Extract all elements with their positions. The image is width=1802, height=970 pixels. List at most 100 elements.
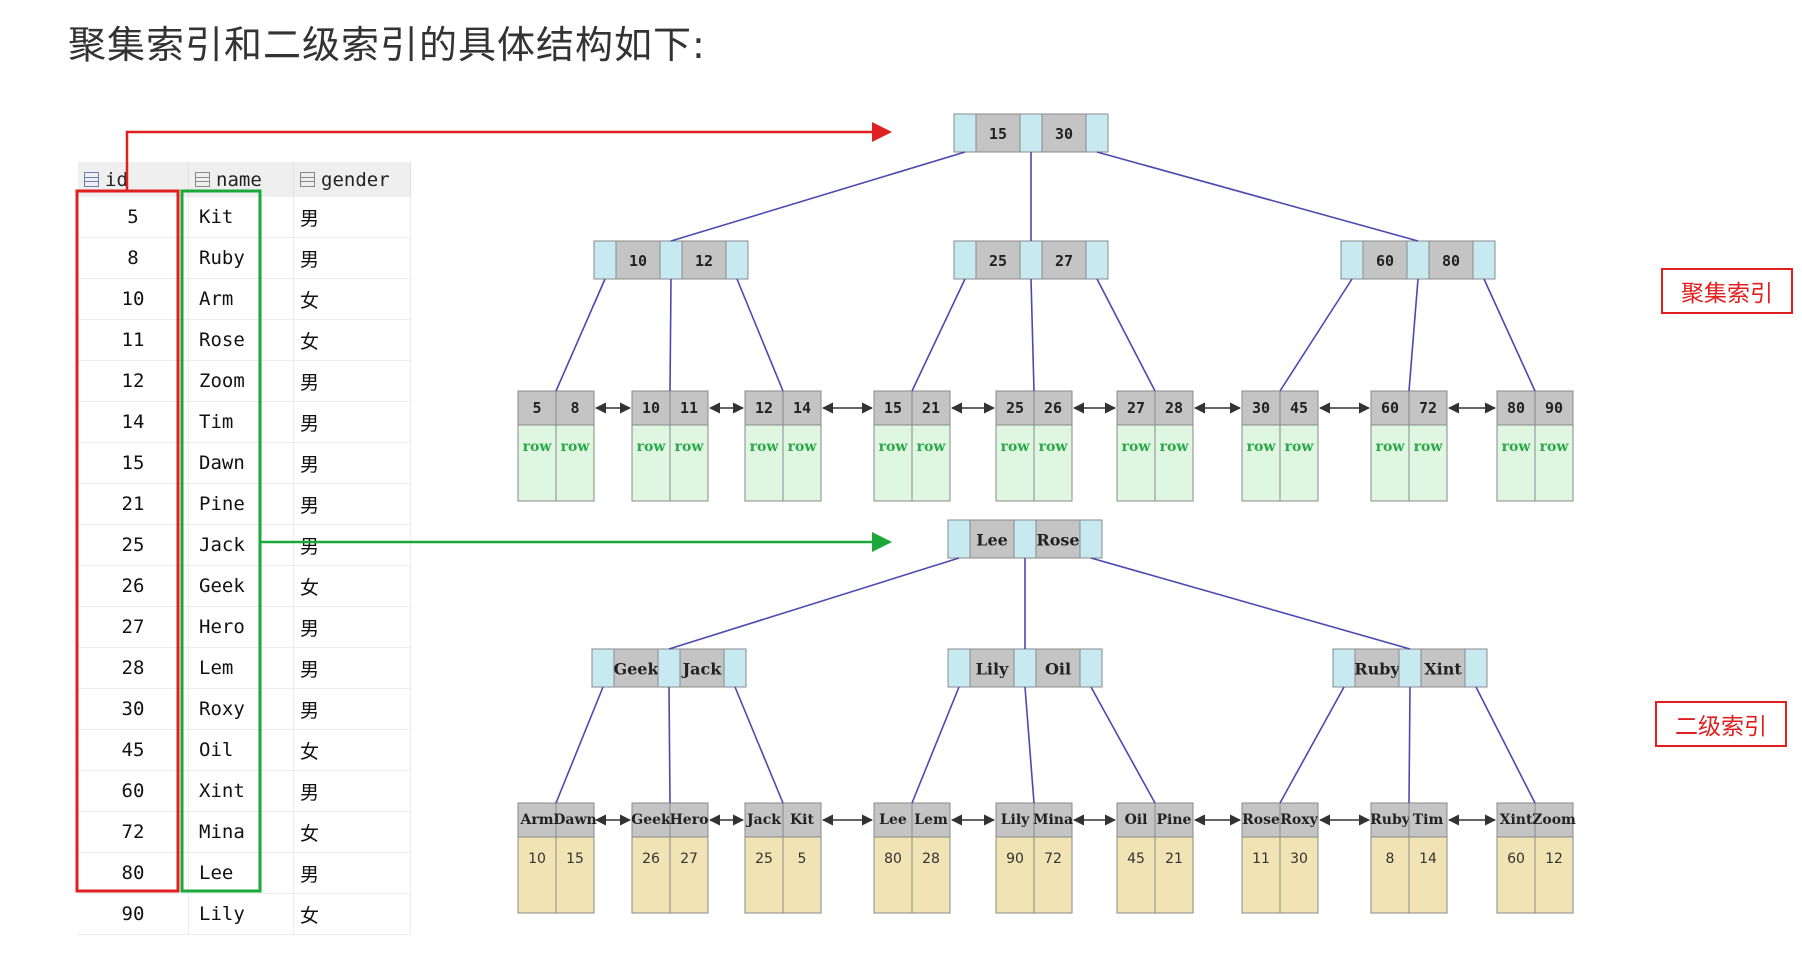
column-header-label: gender xyxy=(321,168,390,191)
leaf-key-cell xyxy=(1370,802,1410,838)
node-key-label: Geek xyxy=(613,660,659,679)
pointer-cell xyxy=(591,648,615,688)
leaf-key-label: Oil xyxy=(1125,812,1148,828)
leaf-key-label: 5 xyxy=(532,399,541,417)
leaf-value-label: row xyxy=(788,439,818,455)
column-header-gender[interactable]: gender xyxy=(293,162,411,197)
leaf-value-cell xyxy=(873,424,913,502)
leaf-value-cell xyxy=(669,424,709,502)
pointer-cell xyxy=(1085,240,1109,280)
leaf-value-label: 45 xyxy=(1127,851,1145,867)
pointer-cell xyxy=(659,240,683,280)
tree-edge xyxy=(670,151,966,242)
leaf-value-cell xyxy=(911,836,951,914)
node-key-label: Lee xyxy=(976,531,1008,550)
cell-name: Xint xyxy=(188,770,294,812)
leaf-key-label: 8 xyxy=(570,399,579,417)
pointer-cell xyxy=(657,648,681,688)
leaf-key-label: 11 xyxy=(680,399,698,417)
key-cell xyxy=(1354,648,1400,688)
leaf-value-cell xyxy=(1408,836,1448,914)
cell-id: 28 xyxy=(78,647,189,689)
leaf-value-cell xyxy=(1534,424,1574,502)
leaf-value-label: row xyxy=(1285,439,1315,455)
leaf-key-label: 60 xyxy=(1381,399,1399,417)
pointer-cell xyxy=(1019,240,1043,280)
key-cell xyxy=(969,519,1015,559)
key-cell xyxy=(1362,240,1408,280)
leaf-value-cell xyxy=(1370,836,1410,914)
cell-gender: 女 xyxy=(293,729,411,771)
column-header-label: id xyxy=(105,168,128,191)
leaf-key-label: 45 xyxy=(1290,399,1308,417)
leaf-key-cell xyxy=(782,390,822,426)
cell-name: Pine xyxy=(188,483,294,525)
pointer-cell xyxy=(953,240,977,280)
id-column-highlight xyxy=(75,189,180,893)
leaf-value-label: 12 xyxy=(1545,851,1563,867)
cell-name: Mina xyxy=(188,811,294,853)
pointer-cell xyxy=(723,648,747,688)
leaf-value-cell xyxy=(744,424,784,502)
leaf-value-label: 21 xyxy=(1165,851,1183,867)
pointer-cell xyxy=(947,648,971,688)
tree-edge xyxy=(668,686,671,804)
leaf-value-label: 26 xyxy=(642,851,660,867)
leaf-key-label: Xint xyxy=(1500,812,1533,828)
key-cell xyxy=(1035,648,1081,688)
cell-name: Rose xyxy=(188,319,294,361)
leaf-key-cell xyxy=(1154,390,1194,426)
leaf-value-cell xyxy=(631,836,671,914)
column-icon xyxy=(195,171,210,187)
leaf-key-label: 28 xyxy=(1165,399,1183,417)
leaf-key-cell xyxy=(782,802,822,838)
column-header-id[interactable]: id xyxy=(78,162,189,197)
leaf-value-cell xyxy=(1154,836,1194,914)
leaf-value-label: 25 xyxy=(755,851,773,867)
leaf-value-cell xyxy=(995,424,1035,502)
leaf-value-cell xyxy=(517,836,557,914)
leaf-value-label: 72 xyxy=(1044,851,1062,867)
pointer-cell xyxy=(1472,240,1496,280)
cell-gender: 女 xyxy=(293,811,411,853)
leaf-value-cell xyxy=(1496,836,1536,914)
tree-edge xyxy=(1279,278,1353,392)
leaf-value-label: row xyxy=(1414,439,1444,455)
leaf-value-label: 30 xyxy=(1290,851,1308,867)
leaf-key-label: 12 xyxy=(755,399,773,417)
leaf-value-cell xyxy=(911,424,951,502)
leaf-value-cell xyxy=(517,424,557,502)
leaf-value-cell xyxy=(1241,836,1281,914)
leaf-key-label: 90 xyxy=(1545,399,1563,417)
leaf-value-label: row xyxy=(1247,439,1277,455)
leaf-value-cell xyxy=(782,836,822,914)
pointer-cell xyxy=(1079,648,1103,688)
key-cell xyxy=(1428,240,1474,280)
node-key-label: Rose xyxy=(1036,531,1079,550)
leaf-value-cell xyxy=(1408,424,1448,502)
leaf-value-label: 15 xyxy=(566,851,584,867)
leaf-key-cell xyxy=(911,802,951,838)
leaf-key-label: Dawn xyxy=(553,812,596,828)
key-cell xyxy=(613,648,659,688)
cell-name: Kit xyxy=(188,197,294,238)
